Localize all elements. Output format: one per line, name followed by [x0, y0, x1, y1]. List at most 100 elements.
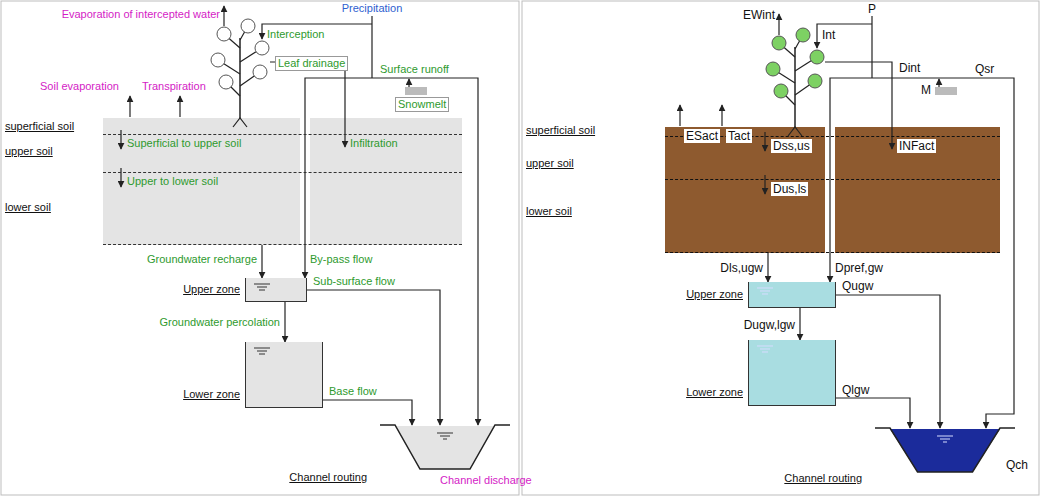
store-label: Lower zone: [686, 386, 743, 399]
flux-arrow: [764, 132, 765, 151]
process-label: Infiltration: [350, 137, 398, 150]
water-level-line: [254, 348, 270, 349]
process-label: Tact: [726, 129, 752, 143]
process-label: Soil evaporation: [40, 80, 119, 93]
process-label: INFact: [897, 139, 936, 153]
process-label: Evaporation of intercepted water: [62, 8, 220, 21]
water-level-symbol: [252, 345, 272, 357]
water-level-line: [443, 439, 447, 440]
water-level-line: [760, 291, 770, 292]
tree-leaf: [774, 84, 788, 98]
process-label: Channel discharge: [440, 474, 532, 487]
tree-leaf: [810, 50, 824, 64]
flux-label: Groundwater recharge: [147, 253, 257, 266]
tree-leaf: [253, 65, 267, 79]
tree-leaf: [241, 19, 255, 33]
process-label: Dint: [897, 61, 922, 75]
channel: Channel routing: [395, 425, 495, 469]
channel-banks: [380, 425, 510, 469]
snowmelt-arrow: [938, 79, 939, 87]
process-label: Interception: [267, 28, 324, 41]
evaporation-arrow: [721, 105, 722, 126]
tree-leaf: [217, 27, 231, 41]
flux-label: Dls,ugw: [720, 261, 763, 275]
channel-section: [875, 428, 1015, 474]
store-label: Upper zone: [183, 283, 240, 296]
soil-block: [665, 127, 1000, 253]
store-label: lower soil: [5, 201, 51, 214]
water-level-line: [943, 442, 947, 443]
water-level-symbol: [755, 285, 775, 297]
water-level-line: [254, 284, 270, 285]
flux-label: Superficial to upper soil: [127, 137, 241, 150]
evaporation-arrow: [778, 14, 779, 35]
process-label: Qsr: [975, 62, 994, 76]
snow-patch: [935, 87, 957, 95]
water-level-line: [259, 354, 265, 355]
tree-leaf: [796, 28, 810, 42]
tree-leaf: [211, 53, 225, 67]
water-level-symbol: [755, 343, 775, 355]
soil-layer: superficial soil: [103, 118, 462, 135]
evaporation-arrow: [679, 105, 680, 126]
flux-label: Dus,ls: [771, 182, 808, 196]
flux-arrow: [120, 130, 121, 149]
flux-arrow: [764, 175, 765, 194]
water-level-line: [760, 349, 770, 350]
store-label: Upper zone: [686, 288, 743, 301]
tree-trunk: [239, 38, 241, 118]
process-label: EWint: [743, 8, 775, 22]
tree-leaf: [772, 36, 786, 50]
panel: [1, 1, 519, 495]
snow-patch: [405, 87, 427, 95]
flux-label: Qlgw: [842, 383, 869, 397]
store-label: superficial soil: [526, 124, 595, 137]
surface-runoff-line: [305, 78, 478, 425]
panel: [522, 1, 1039, 495]
store-label: Lower zone: [183, 388, 240, 401]
tree-roots: [788, 127, 802, 136]
water-level-line: [440, 436, 450, 437]
precipitation-line: [371, 16, 372, 78]
water-level-line: [937, 436, 953, 437]
water-level-line: [940, 439, 950, 440]
flux-label: Sub-surface flow: [313, 275, 395, 288]
tree-roots: [233, 118, 247, 127]
flux-arrow: [799, 308, 800, 340]
flux-arrow: [120, 168, 121, 187]
surface-runoff-line: [830, 78, 1014, 428]
process-label: P: [868, 2, 876, 16]
process-label: Int: [822, 28, 835, 42]
process-label: Transpiration: [142, 80, 206, 93]
flux-arrow: [836, 398, 910, 428]
flux-label: Dpref,gw: [835, 261, 883, 275]
panel-frame: [522, 1, 1039, 495]
precipitation-line: [871, 16, 872, 78]
storage-tank: Lower zone: [245, 342, 323, 408]
flux-arrow: [767, 253, 768, 282]
flux-arrow: [304, 118, 305, 278]
panel-frame: [1, 1, 519, 495]
tree-leaf: [219, 75, 233, 89]
evaporation-arrow: [223, 6, 224, 26]
drainage-infiltration-arrow: [825, 62, 892, 149]
channel-section: [380, 425, 510, 471]
flux-arrow: [261, 245, 262, 278]
flux-label: Qugw: [842, 279, 873, 293]
process-label: Leaf drainage: [275, 56, 348, 71]
tree-leaf: [255, 41, 269, 55]
channel-water: [890, 429, 1000, 472]
tree-trunk: [794, 47, 796, 127]
water-level-line: [762, 352, 768, 353]
store-label: superficial soil: [5, 120, 74, 133]
flux-arrow: [836, 295, 940, 428]
flux-label: Dss,us: [771, 139, 812, 153]
water-level-line: [757, 346, 773, 347]
storage-tank: Upper zone: [245, 278, 307, 302]
process-label: Qch: [1006, 458, 1028, 472]
soil-block: [103, 118, 462, 245]
storage-tank: Lower zone: [748, 340, 836, 406]
water-level-line: [257, 287, 267, 288]
storage-tank: Upper zone: [748, 282, 836, 308]
